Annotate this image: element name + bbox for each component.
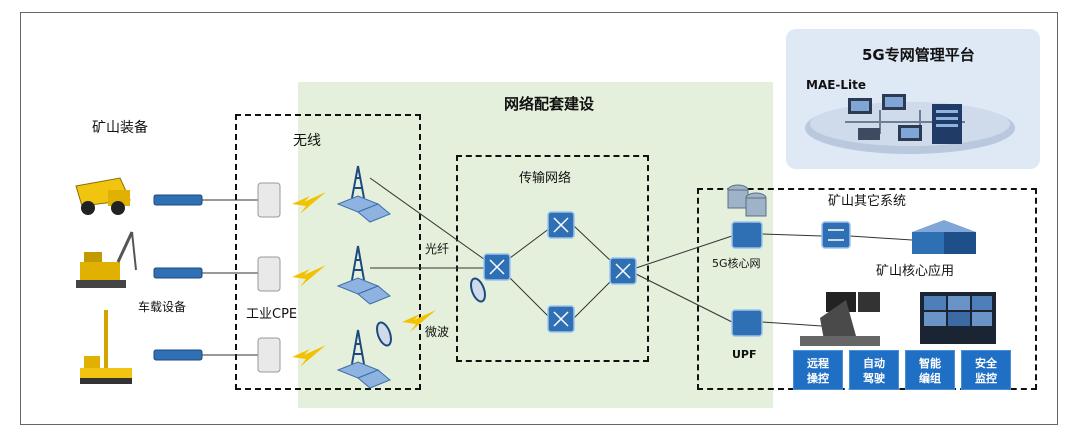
transport-network-label: 传输网络 <box>519 171 572 186</box>
excavator-icon <box>76 231 137 288</box>
cpe-device-icons <box>257 182 281 373</box>
network-title: 网络配套建设 <box>504 95 595 113</box>
transport-links <box>369 177 913 327</box>
smart-marshalling-button: 智能 编组 <box>905 350 955 390</box>
safety-monitor-line2: 监控 <box>975 372 997 385</box>
monitoring-wall-icon <box>920 292 996 344</box>
mgmt-title: 5G专网管理平台 <box>862 46 975 64</box>
base-station-icons <box>351 165 365 365</box>
vehicle-equipment-label: 车载设备 <box>138 300 187 314</box>
remote-control-station-icon <box>800 292 880 346</box>
vehicle-terminal-icons <box>153 194 203 361</box>
network-construction-area <box>298 82 773 408</box>
base-station-pads <box>336 195 391 389</box>
remote-control-line2: 操控 <box>807 372 829 385</box>
drill-rig-icon <box>80 310 132 384</box>
core-network-label: 5G核心网 <box>712 257 761 270</box>
industrial-cpe-label: 工业CPE <box>246 307 298 322</box>
wireless-box <box>235 114 421 390</box>
smart-marshalling-line2: 编组 <box>919 372 941 385</box>
outer-frame <box>20 12 1058 425</box>
remote-control-button: 远程 操控 <box>793 350 843 390</box>
smart-marshalling-line1: 智能 <box>919 357 941 370</box>
data-center-icon <box>912 220 976 254</box>
core-storage-icon <box>727 184 767 217</box>
core-apps-label: 矿山核心应用 <box>876 264 955 279</box>
auto-drive-line2: 驾驶 <box>863 372 885 385</box>
core-network-icons <box>731 221 763 337</box>
safety-monitor-button: 安全 监控 <box>961 350 1011 390</box>
remote-control-line1: 远程 <box>807 357 829 370</box>
microwave-label: 微波 <box>425 325 450 339</box>
fiber-label: 光纤 <box>425 242 450 256</box>
terminal-cpe-links <box>202 199 258 356</box>
microwave-dish-icon <box>376 277 486 347</box>
mgmt-product: MAE-Lite <box>806 78 867 92</box>
upf-label: UPF <box>732 348 757 361</box>
wireless-link-icons <box>292 192 436 367</box>
router-arrows <box>489 217 844 327</box>
auto-drive-line1: 自动 <box>863 357 885 370</box>
other-systems-label: 矿山其它系统 <box>828 194 907 209</box>
wireless-label: 无线 <box>293 133 321 149</box>
transport-box <box>456 155 649 362</box>
server-network-icon <box>805 94 1015 154</box>
auto-drive-button: 自动 驾驶 <box>849 350 899 390</box>
safety-monitor-line1: 安全 <box>975 357 997 370</box>
router-icons <box>483 211 851 333</box>
dump-truck-icon <box>75 177 131 215</box>
mine-equipment-label: 矿山装备 <box>92 120 148 136</box>
